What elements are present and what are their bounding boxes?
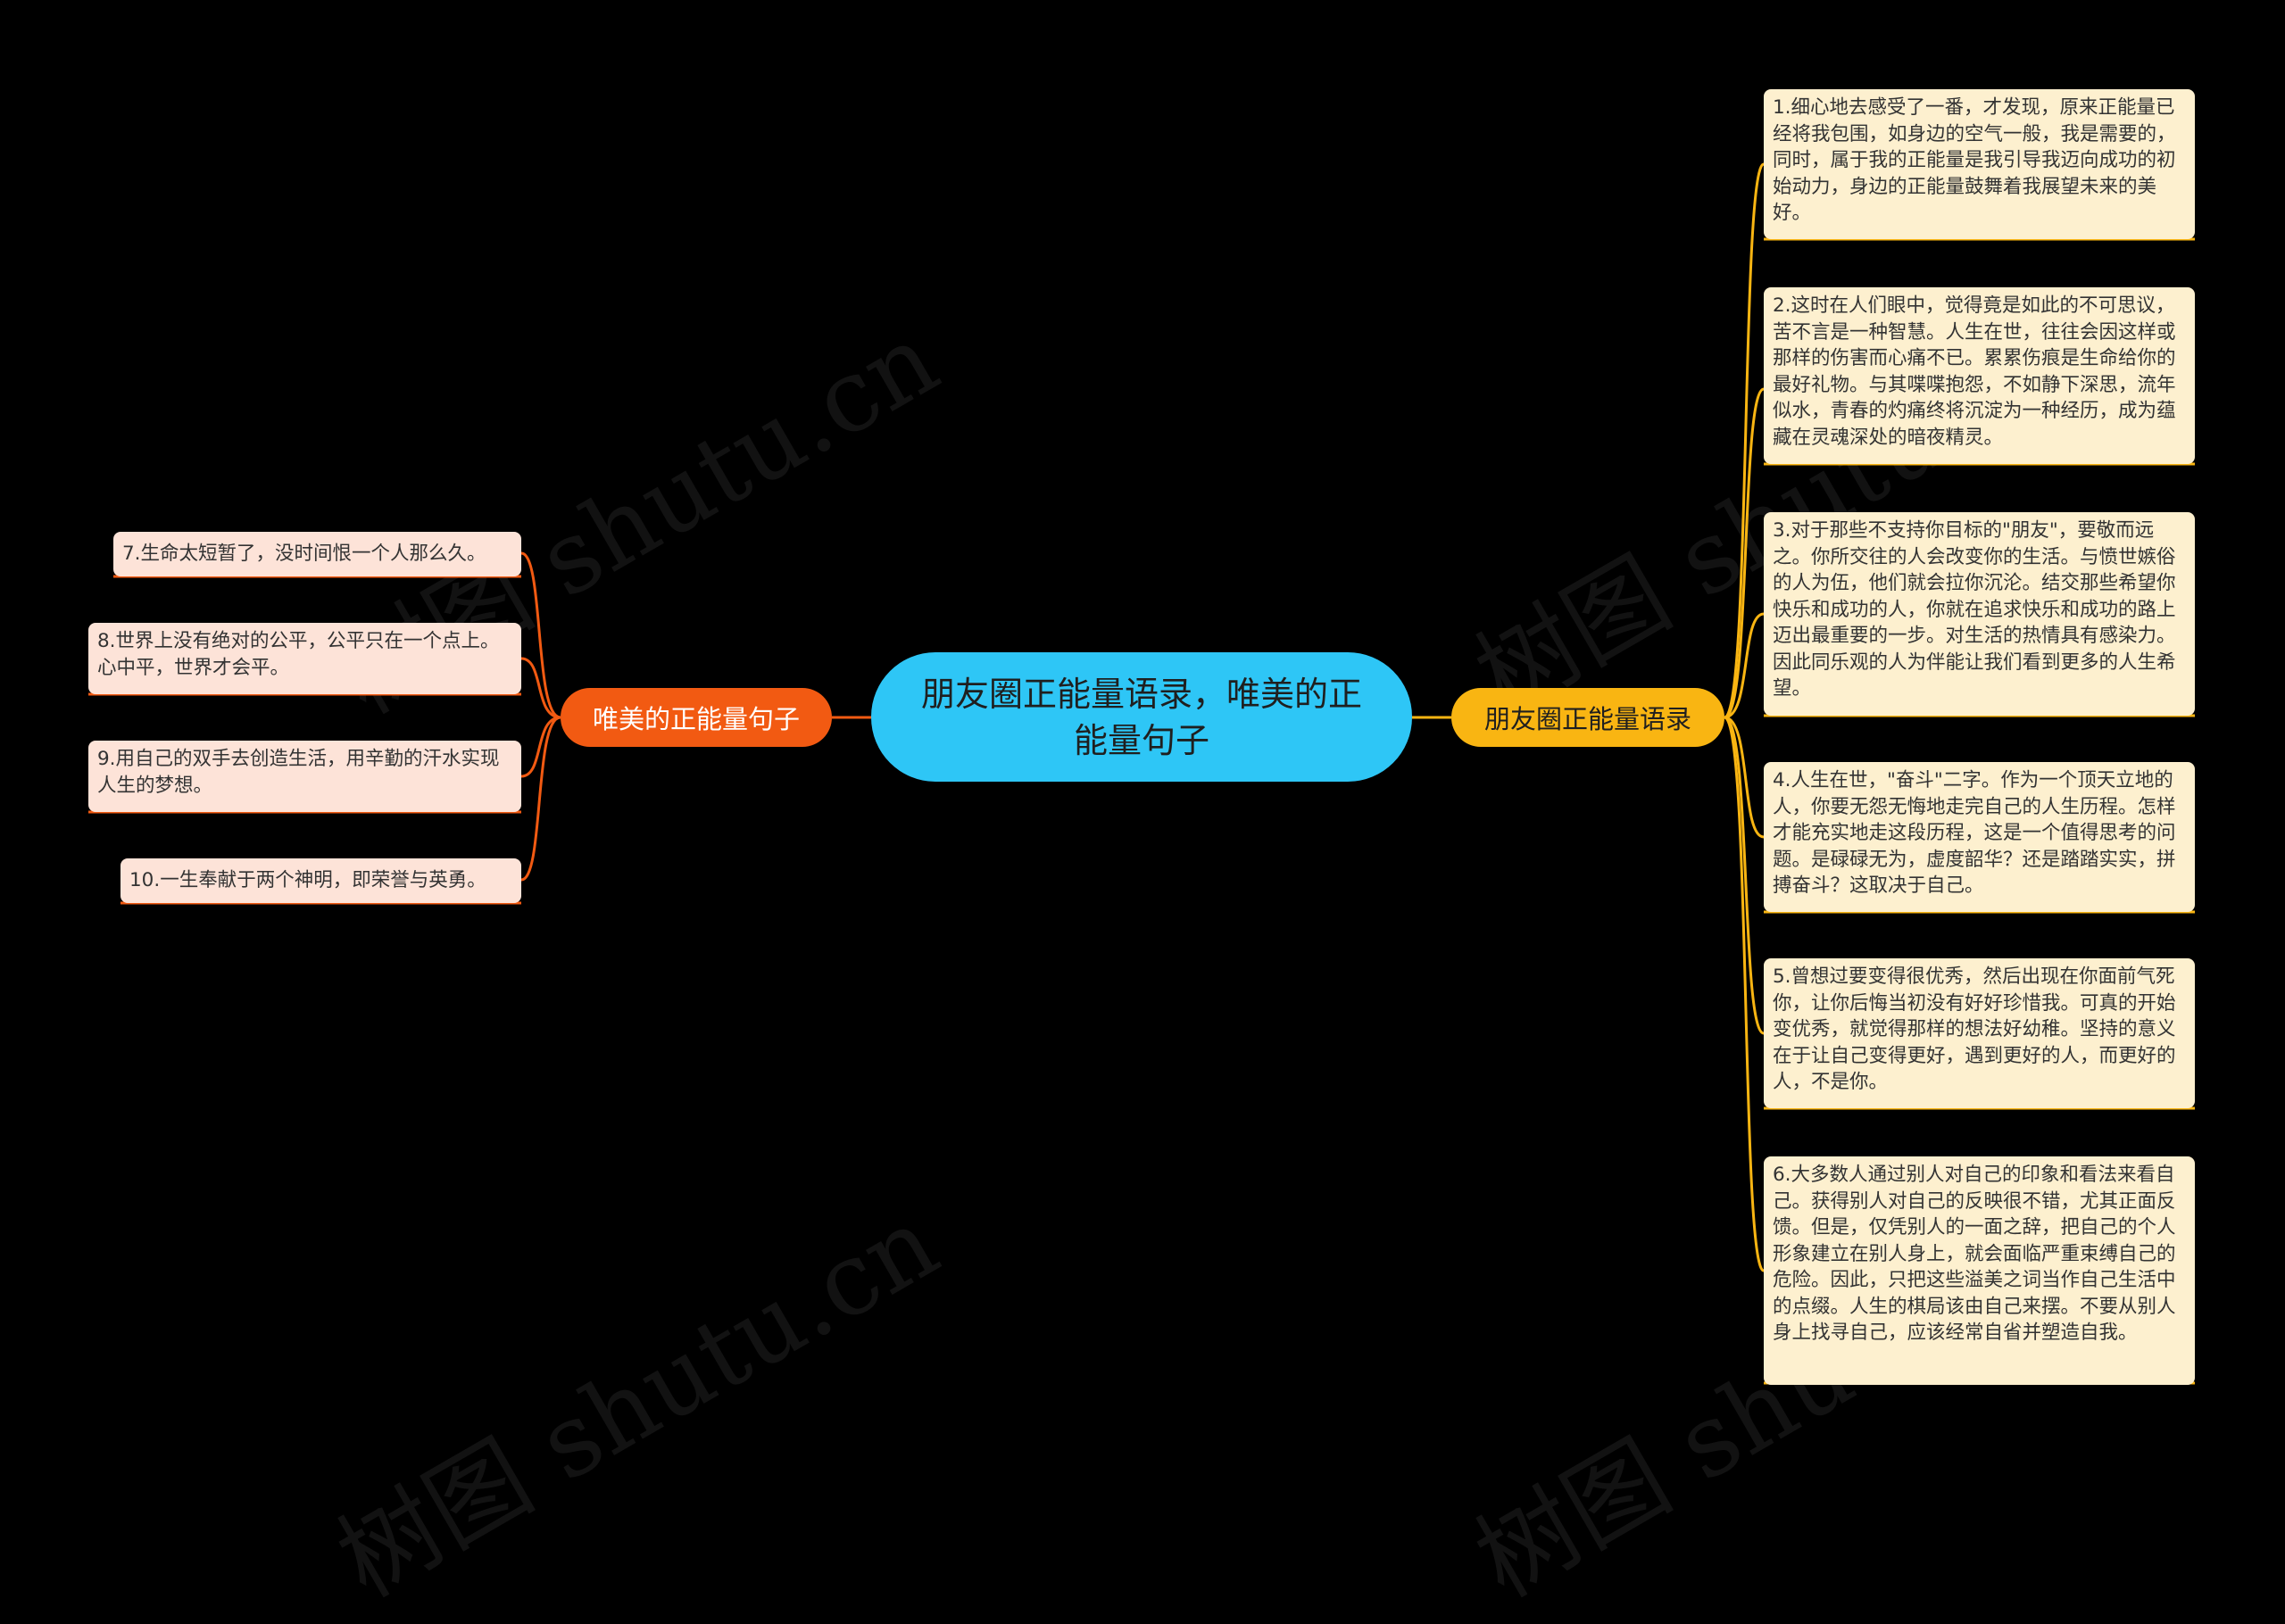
branch-node-left[interactable]: 唯美的正能量句子 [561, 688, 832, 747]
leaf-text: 9.用自己的双手去创造生活，用辛勤的汗水实现人生的梦想。 [97, 748, 500, 797]
branch-node-right[interactable]: 朋友圈正能量语录 [1451, 688, 1724, 747]
leaf-text: 8.世界上没有绝对的公平，公平只在一个点上。心中平，世界才会平。 [97, 630, 500, 679]
connector-right-3 [1724, 612, 1765, 719]
leaf-node-left-8[interactable]: 8.世界上没有绝对的公平，公平只在一个点上。心中平，世界才会平。 [88, 623, 521, 694]
leaf-node-right-3[interactable]: 3.对于那些不支持你目标的"朋友"，要敬而远之。你所交往的人会改变你的生活。与愤… [1764, 512, 2195, 716]
leaf-node-left-10[interactable]: 10.一生奉献于两个神明，即荣誉与英勇。 [120, 858, 521, 903]
leaf-node-right-5[interactable]: 5.曾想过要变得很优秀，然后出现在你面前气死你，让你后悔当初没有好好珍惜我。可真… [1764, 958, 2195, 1108]
connector-left-9 [520, 716, 561, 778]
connector-right-1 [1723, 162, 1766, 719]
leaf-text: 3.对于那些不支持你目标的"朋友"，要敬而远之。你所交往的人会改变你的生活。与愤… [1773, 519, 2176, 700]
leaf-text: 1.细心地去感受了一番，才发现，原来正能量已经将我包围，如身边的空气一般，我是需… [1773, 96, 2176, 224]
leaf-node-right-1[interactable]: 1.细心地去感受了一番，才发现，原来正能量已经将我包围，如身边的空气一般，我是需… [1764, 89, 2195, 239]
connector-right-6 [1723, 716, 1766, 1272]
leaf-text: 5.曾想过要变得很优秀，然后出现在你面前气死你，让你后悔当初没有好好珍惜我。可真… [1773, 965, 2176, 1093]
center-topic-label: 朋友圈正能量语录，唯美的正能量句子 [920, 674, 1362, 760]
leaf-text: 10.一生奉献于两个神明，即荣誉与英勇。 [129, 869, 486, 891]
leaf-text: 4.人生在世，"奋斗"二字。作为一个顶天立地的人，你要无怨无悔地走完自己的人生历… [1773, 769, 2176, 897]
connector-right-5 [1724, 716, 1765, 1035]
mindmap-canvas: 树图 shutu.cn 树图 shutu.cn 树图 shutu.cn 树图 s… [88, 89, 2195, 1620]
connector-left-8 [520, 657, 561, 719]
leaf-text: 2.这时在人们眼中，觉得竟是如此的不可思议，苦不言是一种智慧。人生在世，往往会因… [1773, 294, 2176, 449]
connector-right-4 [1724, 716, 1765, 839]
connector-left-7 [520, 551, 561, 719]
center-topic-node[interactable]: 朋友圈正能量语录，唯美的正能量句子 [871, 652, 1412, 782]
connector-left-10 [520, 716, 561, 882]
connector-right-2 [1724, 387, 1765, 719]
leaf-node-left-9[interactable]: 9.用自己的双手去创造生活，用辛勤的汗水实现人生的梦想。 [88, 741, 521, 812]
leaf-text: 6.大多数人通过别人对自己的印象和看法来看自己。获得别人对自己的反映很不错，尤其… [1773, 1164, 2176, 1344]
leaf-text: 7.生命太短暂了，没时间恨一个人那么久。 [122, 543, 486, 565]
leaf-node-left-7[interactable]: 7.生命太短暂了，没时间恨一个人那么久。 [113, 532, 521, 576]
branch-left-label: 唯美的正能量句子 [592, 704, 800, 734]
branch-right-label: 朋友圈正能量语录 [1483, 704, 1691, 734]
leaf-node-right-6[interactable]: 6.大多数人通过别人对自己的印象和看法来看自己。获得别人对自己的反映很不错，尤其… [1764, 1156, 2195, 1385]
leaf-node-right-4[interactable]: 4.人生在世，"奋斗"二字。作为一个顶天立地的人，你要无怨无悔地走完自己的人生历… [1764, 762, 2195, 912]
leaf-node-right-2[interactable]: 2.这时在人们眼中，觉得竟是如此的不可思议，苦不言是一种智慧。人生在世，往往会因… [1764, 287, 2195, 464]
